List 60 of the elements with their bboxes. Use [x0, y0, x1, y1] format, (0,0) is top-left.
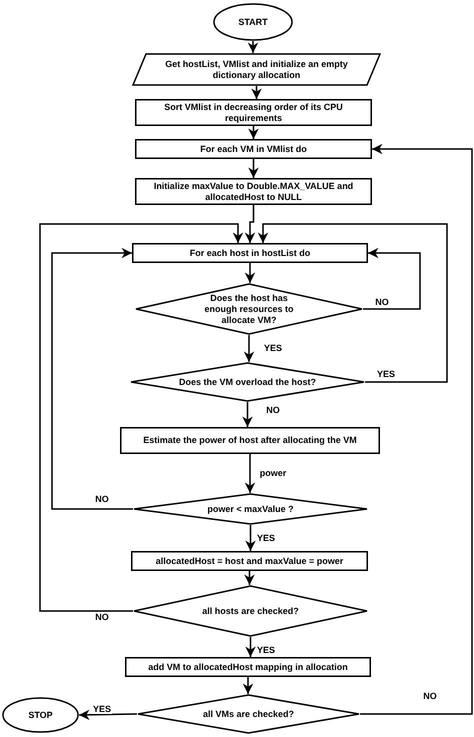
- edge-label: YES: [376, 369, 396, 379]
- arrow: [242, 677, 254, 694]
- arrow: [248, 159, 259, 178]
- edge-label: YES: [263, 343, 283, 353]
- step-text: add VM to allocatedHost mapping in allocation: [147, 662, 349, 672]
- decision-diamond: [130, 362, 365, 402]
- terminal-oval: [2, 697, 79, 733]
- process-box: [131, 551, 368, 571]
- edge-label: YES: [256, 645, 276, 655]
- step-text: For each VM in VMlist do: [199, 144, 308, 154]
- process-box: [120, 427, 380, 454]
- arrow: [245, 637, 256, 657]
- step-text: all hosts are checked?: [201, 606, 300, 616]
- edge-label: NO: [265, 405, 281, 415]
- arrow: [78, 710, 138, 720]
- arrow: [51, 248, 133, 510]
- process-box: [132, 243, 368, 263]
- step-text: Does the VM overload the host?: [178, 376, 318, 388]
- edge-label: NO: [422, 691, 438, 701]
- arrow: [39, 223, 244, 612]
- arrow: [360, 144, 473, 715]
- step-text: STOP: [27, 710, 54, 720]
- edge-label: NO: [374, 297, 390, 307]
- step-text: Estimate the power of host after allocating the VM: [142, 435, 358, 446]
- edge-label: YES: [256, 533, 276, 543]
- step-text: For each host in hostList do: [188, 248, 312, 258]
- edge-label: NO: [94, 612, 110, 622]
- arrow: [242, 402, 253, 427]
- arrow: [244, 335, 254, 362]
- arrow: [244, 571, 255, 585]
- decision-diamond: [133, 493, 368, 525]
- process-box: [135, 178, 372, 205]
- arrow: [248, 41, 258, 53]
- step-text: Initialize maxValue to Double.MAX_VALUE and allocatedHost to NULL: [152, 180, 354, 202]
- decision-diamond: [137, 694, 360, 734]
- process-box: [135, 139, 372, 159]
- decision-diamond: [133, 585, 368, 637]
- arrow: [244, 205, 256, 243]
- arrow: [244, 454, 256, 493]
- step-text: Does the host has enough resources to allocate VM?: [203, 292, 294, 326]
- step-text: power < maxValue ?: [206, 504, 295, 514]
- step-text: START: [237, 16, 269, 28]
- step-text: all VMs are checked?: [202, 708, 296, 720]
- edge-label: NO: [94, 494, 110, 504]
- arrow: [251, 86, 262, 99]
- step-text: Get hostList, VMlist and initialize an empty dictionary allocation: [164, 58, 349, 80]
- arrow: [258, 223, 448, 383]
- decision-diamond: [135, 283, 363, 335]
- terminal-oval: [213, 3, 293, 41]
- process-box: [135, 99, 372, 126]
- arrow: [244, 263, 256, 283]
- process-box: [125, 657, 371, 677]
- arrow: [363, 248, 421, 310]
- arrow: [245, 525, 256, 551]
- step-text: allocatedHost = host and maxValue = power: [154, 556, 344, 566]
- edge-label: YES: [92, 704, 112, 714]
- edge-label: power: [258, 468, 288, 478]
- arrow: [248, 126, 259, 139]
- input-parallelogram: [132, 53, 381, 86]
- step-text: Sort VMlist in decreasing order of its CPU requirements: [163, 102, 344, 124]
